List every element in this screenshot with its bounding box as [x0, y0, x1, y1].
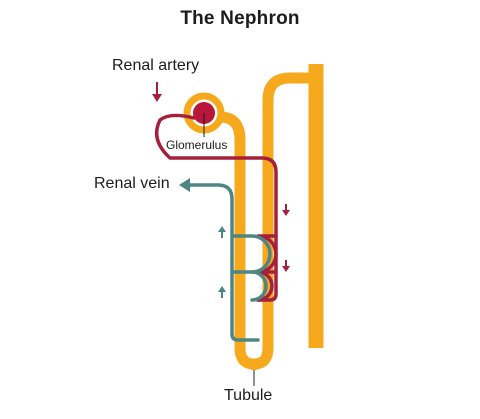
arrow-down-icon [282, 204, 290, 216]
peritubular-capillary-lower [256, 270, 278, 302]
tubule [183, 64, 324, 370]
glomerulus-label: Glomerulus [166, 138, 228, 152]
tubule-loop [219, 72, 316, 370]
renal-artery-label: Renal artery [112, 57, 200, 74]
diagram-title: The Nephron [180, 8, 300, 29]
venule-lower [230, 270, 268, 302]
artery-vessels [154, 113, 278, 302]
arrow-up-icon [218, 286, 226, 298]
arrow-down-icon [282, 260, 290, 272]
arrow-left-icon [179, 178, 190, 192]
venule-upper [230, 234, 272, 274]
tubule-label: Tubule [224, 387, 273, 404]
arrow-down-icon [152, 82, 162, 102]
renal-vein-main [184, 183, 260, 342]
renal-vein-label: Renal vein [94, 175, 170, 192]
arrow-up-icon [218, 226, 226, 238]
vein-vessels [184, 183, 272, 342]
efferent-arteriole [154, 113, 278, 302]
